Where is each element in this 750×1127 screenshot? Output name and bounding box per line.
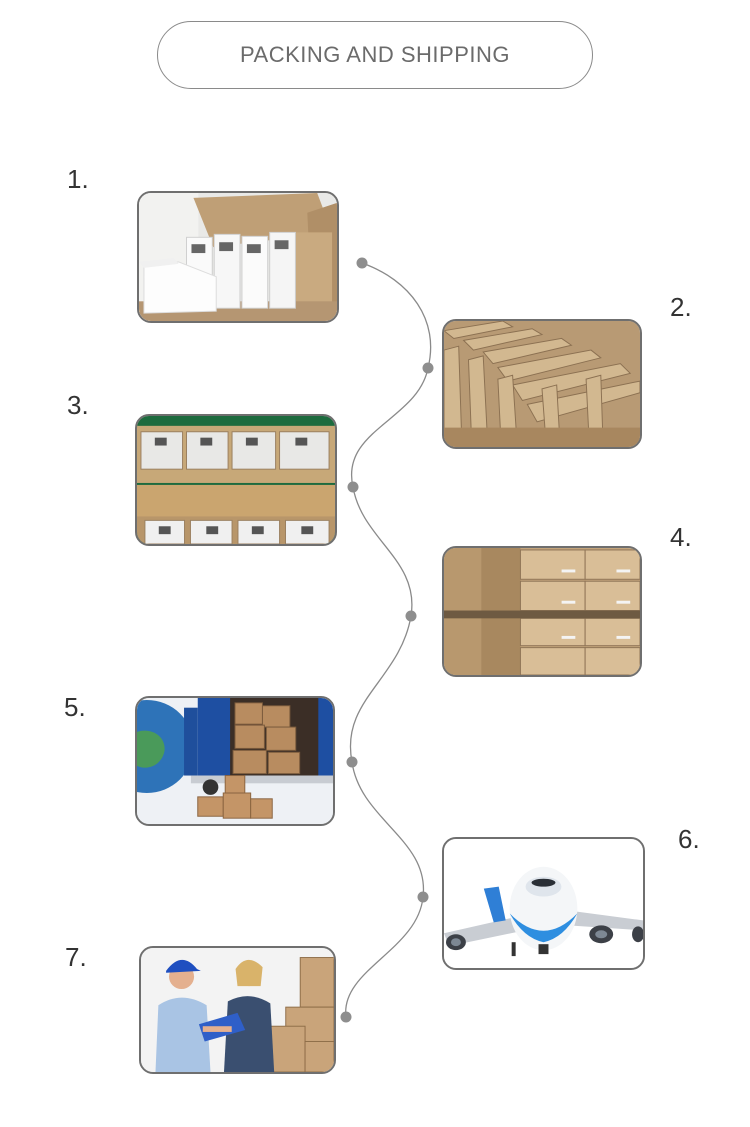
path-dot (356, 257, 368, 269)
packed-meters-image (139, 193, 337, 321)
boxed-meters-image (137, 416, 335, 544)
step-number-5: 5. (64, 692, 86, 722)
step-photo-4 (442, 546, 642, 677)
step-photo-2 (442, 319, 642, 449)
step-photo-6 (442, 837, 645, 970)
page-title: PACKING AND SHIPPING (240, 42, 510, 67)
path-dot (405, 610, 417, 622)
airplane-image (444, 839, 643, 968)
step-photo-5 (135, 696, 335, 826)
step-photo-7 (139, 946, 336, 1074)
step-photo-1 (137, 191, 339, 323)
courier-delivery-image (141, 948, 334, 1072)
path-dot (340, 1011, 352, 1023)
step-number-7: 7. (65, 942, 87, 972)
carton-dividers-image (444, 321, 640, 447)
step-number-3: 3. (67, 390, 89, 420)
title-pill: PACKING AND SHIPPING (157, 21, 593, 89)
step-number-6: 6. (678, 824, 700, 854)
step-number-1: 1. (67, 164, 89, 194)
step-photo-3 (135, 414, 337, 546)
path-dot (346, 756, 358, 768)
path-dot (347, 481, 359, 493)
stacked-cartons-image (444, 548, 640, 675)
process-connector (345, 262, 432, 1018)
step-number-4: 4. (670, 522, 692, 552)
step-number-2: 2. (670, 292, 692, 322)
truck-logistics-image (137, 698, 333, 824)
path-dot (422, 362, 434, 374)
path-dot (417, 891, 429, 903)
